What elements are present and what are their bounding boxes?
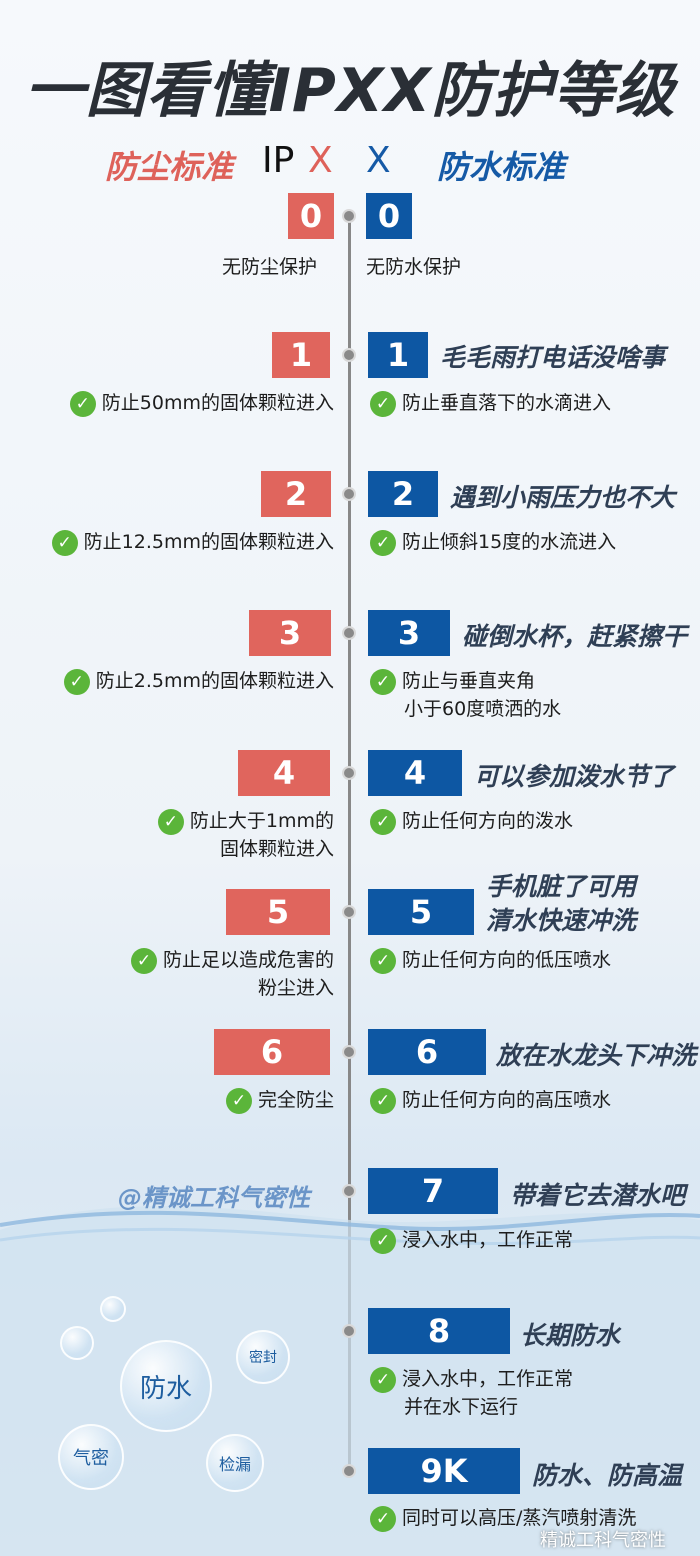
- water-digit-placeholder: X: [366, 140, 391, 181]
- weibo-source: 精诚工科气密性: [540, 1530, 666, 1551]
- water-description: 无防水保护: [366, 256, 462, 278]
- timeline-dot: [342, 1324, 356, 1338]
- timeline-dot: [342, 766, 356, 780]
- check-icon: ✓: [370, 1087, 396, 1114]
- water-slogan: 可以参加泼水节了: [474, 762, 675, 791]
- water-level-box: 4: [368, 750, 462, 796]
- water-slogan: 长期防水: [520, 1321, 621, 1350]
- timeline-axis: [348, 210, 351, 1475]
- check-icon: ✓: [63, 668, 90, 695]
- check-icon: ✓: [370, 808, 396, 835]
- check-icon: ✓: [370, 1227, 396, 1254]
- bubble-waterproof: 防水: [120, 1340, 212, 1432]
- check-icon: ✓: [370, 390, 396, 417]
- dust-level-box: 4: [238, 750, 330, 796]
- dust-digit-placeholder: X: [308, 140, 333, 181]
- timeline-dot: [342, 348, 356, 362]
- water-description: ✓防止倾斜15度的水流进入: [370, 528, 616, 556]
- water-description: ✓防止任何方向的低压喷水: [370, 946, 611, 974]
- check-icon: ✓: [370, 947, 396, 974]
- water-description: ✓浸入水中，工作正常并在水下运行: [370, 1365, 573, 1421]
- ip-prefix: IP: [262, 140, 295, 181]
- timeline-dot: [342, 905, 356, 919]
- dust-description: ✓完全防尘: [225, 1086, 334, 1114]
- check-icon: ✓: [69, 390, 96, 417]
- dust-description: ✓防止50mm的固体颗粒进入: [69, 389, 334, 417]
- bubble-seal: 密封: [236, 1330, 290, 1384]
- water-level-box: 7: [368, 1168, 498, 1214]
- water-slogan: 手机脏了可用清水快速冲洗: [486, 872, 637, 935]
- water-wave-graphic: [0, 1206, 700, 1556]
- dust-level-box: 3: [249, 610, 331, 656]
- water-description: ✓浸入水中，工作正常: [370, 1226, 573, 1254]
- water-level-box: 0: [366, 193, 412, 239]
- water-level-box: 5: [368, 889, 474, 935]
- dust-level-box: 6: [214, 1029, 330, 1075]
- timeline-dot: [342, 1184, 356, 1198]
- water-slogan: 碰倒水杯，赶紧擦干: [462, 622, 688, 651]
- check-icon: ✓: [157, 808, 184, 835]
- dust-description: ✓防止2.5mm的固体颗粒进入: [63, 667, 334, 695]
- water-description: ✓同时可以高压/蒸汽喷射清洗: [370, 1504, 636, 1532]
- check-icon: ✓: [370, 1505, 396, 1532]
- water-level-box: 2: [368, 471, 438, 517]
- bubble-decor: [60, 1326, 94, 1360]
- check-icon: ✓: [370, 668, 396, 695]
- timeline-dot: [342, 626, 356, 640]
- dust-standard-label: 防尘标准: [105, 148, 234, 186]
- dust-description: 无防尘保护: [222, 256, 318, 278]
- water-slogan: 放在水龙头下冲洗: [496, 1041, 697, 1070]
- check-icon: ✓: [51, 529, 78, 556]
- bubble-leak-test: 检漏: [206, 1434, 264, 1492]
- water-level-box: 6: [368, 1029, 486, 1075]
- water-level-box: 1: [368, 332, 428, 378]
- dust-level-box: 5: [226, 889, 330, 935]
- water-level-box: 9K: [368, 1448, 520, 1494]
- dust-description: ✓防止12.5mm的固体颗粒进入: [51, 528, 334, 556]
- timeline-dot: [342, 487, 356, 501]
- water-description: ✓防止任何方向的泼水: [370, 807, 573, 835]
- water-slogan: 毛毛雨打电话没啥事: [440, 343, 666, 372]
- water-description: ✓防止垂直落下的水滴进入: [370, 389, 611, 417]
- dust-level-box: 0: [288, 193, 334, 239]
- watermark-text: @精诚工科气密性: [118, 1184, 310, 1212]
- dust-level-box: 1: [272, 332, 330, 378]
- bubble-airtight: 气密: [58, 1424, 124, 1490]
- check-icon: ✓: [370, 1366, 396, 1393]
- water-level-box: 8: [368, 1308, 510, 1354]
- check-icon: ✓: [225, 1087, 252, 1114]
- check-icon: ✓: [370, 529, 396, 556]
- check-icon: ✓: [130, 947, 157, 974]
- water-level-box: 3: [368, 610, 450, 656]
- dust-description: ✓防止大于1mm的固体颗粒进入: [157, 807, 334, 863]
- timeline-dot: [342, 209, 356, 223]
- water-slogan: 带着它去潜水吧: [510, 1181, 686, 1210]
- bubble-decor: [100, 1296, 126, 1322]
- water-slogan: 遇到小雨压力也不大: [450, 483, 676, 512]
- dust-level-box: 2: [261, 471, 331, 517]
- water-description: ✓防止与垂直夹角小于60度喷洒的水: [370, 667, 561, 723]
- dust-description: ✓防止足以造成危害的粉尘进入: [130, 946, 334, 1002]
- water-standard-label: 防水标准: [437, 148, 566, 186]
- water-slogan: 防水、防高温: [532, 1461, 683, 1490]
- water-description: ✓防止任何方向的高压喷水: [370, 1086, 611, 1114]
- page-title: 一图看懂IPXX防护等级: [24, 56, 676, 126]
- timeline-dot: [342, 1045, 356, 1059]
- timeline-dot: [342, 1464, 356, 1478]
